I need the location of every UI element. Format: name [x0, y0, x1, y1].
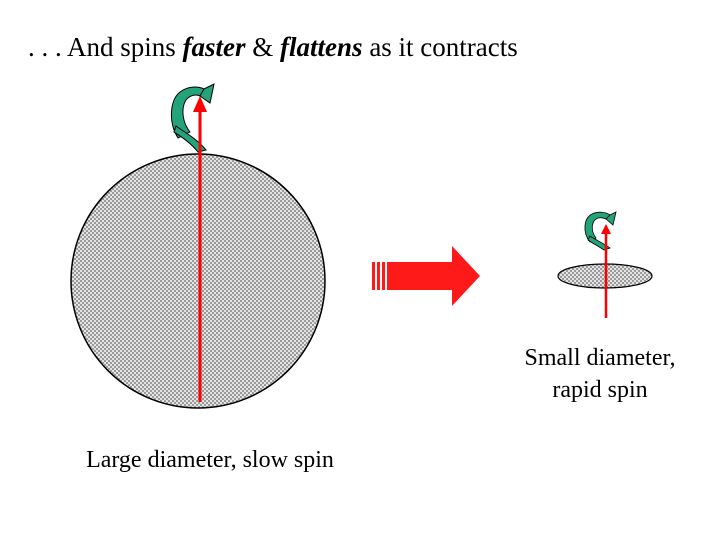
large-cloud-caption: Large diameter, slow spin [86, 447, 334, 473]
title-amp: & [245, 32, 281, 62]
title-suffix: as it contracts [362, 32, 518, 62]
title-flattens: flattens [280, 32, 363, 62]
small-spin-axis [601, 224, 611, 318]
slide-title: . . . And spins faster & flattens as it … [28, 34, 518, 61]
large-sphere [70, 153, 326, 409]
large-spin-axis [193, 96, 207, 402]
large-spin-arrow-icon [171, 83, 215, 153]
large-cloud [70, 153, 326, 409]
small-caption-line1: Small diameter, [524, 345, 676, 371]
block-right-arrow-icon [372, 246, 480, 306]
title-faster: faster [182, 32, 246, 62]
small-caption-line2: rapid spin [552, 377, 648, 403]
small-axis-arrowhead-icon [601, 224, 611, 234]
small-spin-arrow-icon [584, 211, 617, 251]
small-disk-caption: Small diameter, rapid spin [490, 342, 710, 406]
title-prefix: . . . And spins [28, 32, 183, 62]
large-axis-arrowhead-icon [193, 96, 207, 112]
